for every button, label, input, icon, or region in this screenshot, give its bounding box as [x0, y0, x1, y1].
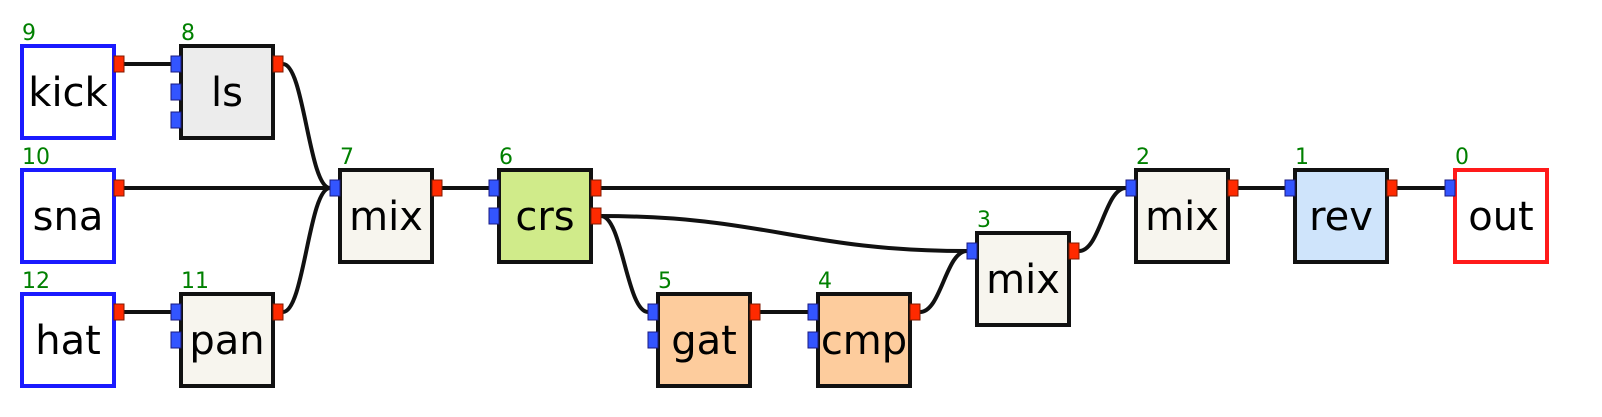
node-id: 10	[22, 145, 50, 170]
input-port-1[interactable]	[170, 83, 182, 101]
node-box[interactable]	[179, 44, 275, 140]
input-port-0[interactable]	[1125, 179, 1137, 197]
node-id: 3	[977, 208, 991, 233]
node-box[interactable]	[816, 292, 912, 388]
input-port-1[interactable]	[647, 331, 659, 349]
node-box[interactable]	[975, 231, 1071, 327]
node-box[interactable]	[1134, 168, 1230, 264]
output-port-0[interactable]	[909, 303, 921, 321]
input-port-0[interactable]	[647, 303, 659, 321]
node-id: 11	[181, 269, 209, 294]
output-port-0[interactable]	[113, 179, 125, 197]
node-out-0[interactable]: out 0	[1444, 145, 1549, 264]
wire-4-to-3	[919, 249, 968, 314]
node-label: kick	[28, 70, 108, 116]
node-kick-9[interactable]: kick 9	[20, 21, 125, 140]
node-id: 8	[181, 21, 195, 46]
wire-6-to-5	[600, 214, 649, 314]
node-label: sna	[33, 194, 104, 240]
node-cmp-4[interactable]: cmp 4	[807, 269, 921, 388]
input-port-0[interactable]	[170, 55, 182, 73]
node-box[interactable]	[656, 292, 752, 388]
node-id: 5	[658, 269, 672, 294]
input-port-0[interactable]	[488, 179, 500, 197]
output-port-1[interactable]	[590, 207, 602, 225]
output-port-0[interactable]	[1068, 242, 1080, 260]
input-port-0[interactable]	[966, 242, 978, 260]
output-port-0[interactable]	[272, 55, 284, 73]
node-label: crs	[515, 194, 574, 240]
node-label: gat	[671, 318, 737, 364]
node-id: 2	[1136, 145, 1150, 170]
input-port-0[interactable]	[170, 303, 182, 321]
input-port-0[interactable]	[1444, 179, 1456, 197]
node-label: mix	[349, 194, 423, 240]
output-port-0[interactable]	[272, 303, 284, 321]
input-port-1[interactable]	[807, 331, 819, 349]
input-port-0[interactable]	[807, 303, 819, 321]
node-id: 6	[499, 145, 513, 170]
output-port-0[interactable]	[113, 303, 125, 321]
input-port-1[interactable]	[488, 207, 500, 225]
wire-6-to-3	[600, 214, 968, 253]
node-mix-2[interactable]: mix 2	[1125, 145, 1239, 264]
node-label: cmp	[821, 318, 907, 364]
wire-8-to-7	[282, 62, 331, 190]
node-id: 1	[1295, 145, 1309, 170]
wires-layer	[124, 62, 1445, 314]
node-box[interactable]	[20, 44, 116, 140]
node-hat-12[interactable]: hat 12	[20, 269, 125, 388]
node-label: out	[1468, 194, 1534, 240]
output-port-0[interactable]	[749, 303, 761, 321]
node-ls-8[interactable]: ls 8	[170, 21, 284, 140]
output-port-0[interactable]	[1386, 179, 1398, 197]
node-id: 4	[818, 269, 832, 294]
node-box[interactable]	[1293, 168, 1389, 264]
node-box[interactable]	[179, 292, 275, 388]
wire-3-to-2	[1078, 186, 1127, 253]
node-id: 12	[22, 269, 50, 294]
node-label: pan	[189, 318, 264, 364]
output-port-0[interactable]	[590, 179, 602, 197]
node-label: rev	[1309, 194, 1373, 240]
output-port-0[interactable]	[113, 55, 125, 73]
node-label: mix	[1145, 194, 1219, 240]
wire-11-to-7	[282, 186, 331, 314]
node-gat-5[interactable]: gat 5	[647, 269, 761, 388]
node-box[interactable]	[20, 292, 116, 388]
node-id: 9	[22, 21, 36, 46]
node-id: 0	[1455, 145, 1469, 170]
node-box[interactable]	[20, 168, 116, 264]
input-port-1[interactable]	[170, 331, 182, 349]
output-port-0[interactable]	[1227, 179, 1239, 197]
node-pan-11[interactable]: pan 11	[170, 269, 284, 388]
node-box[interactable]	[1453, 168, 1549, 264]
node-id: 7	[340, 145, 354, 170]
node-label: ls	[211, 70, 243, 116]
node-box[interactable]	[338, 168, 434, 264]
node-mix-3[interactable]: mix 3	[966, 208, 1080, 327]
node-sna-10[interactable]: sna 10	[20, 145, 125, 264]
input-port-2[interactable]	[170, 111, 182, 129]
input-port-0[interactable]	[329, 179, 341, 197]
input-port-0[interactable]	[1284, 179, 1296, 197]
output-port-0[interactable]	[431, 179, 443, 197]
node-mix-7[interactable]: mix 7	[329, 145, 443, 264]
node-label: mix	[986, 257, 1060, 303]
node-label: hat	[35, 318, 101, 364]
